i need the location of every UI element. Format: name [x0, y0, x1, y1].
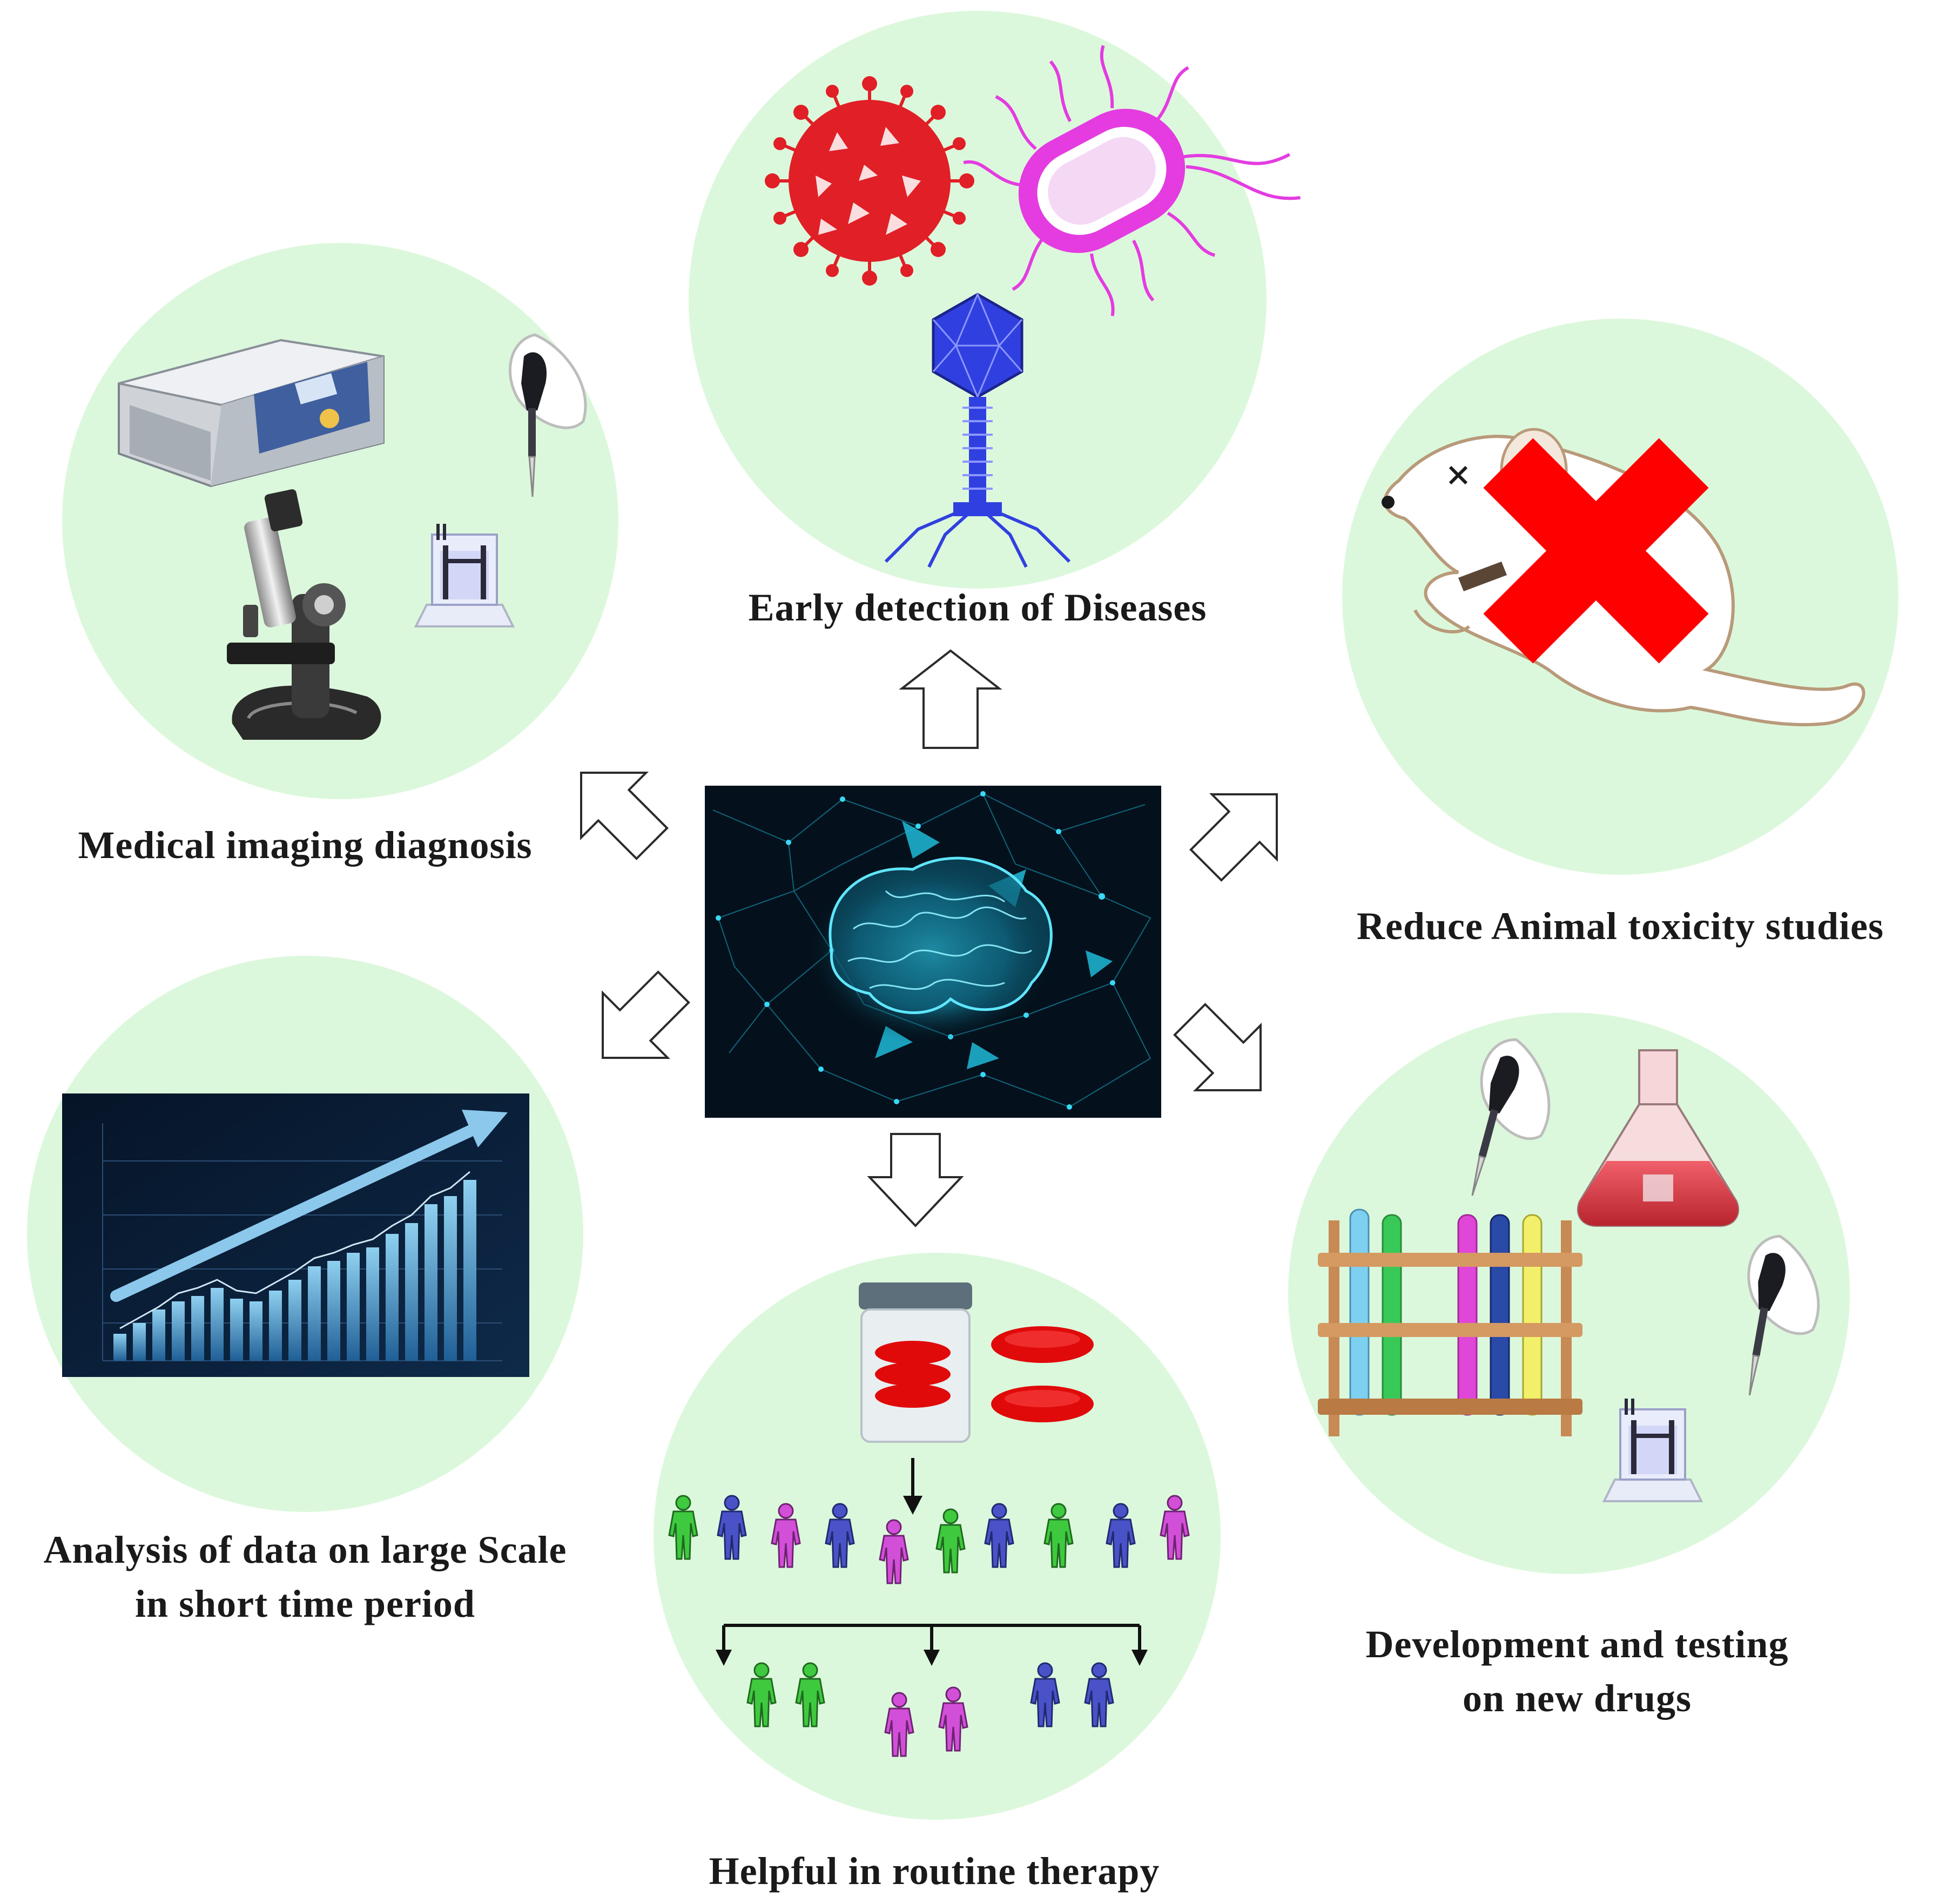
arrow-up	[899, 649, 1002, 749]
coronavirus-icon	[765, 76, 974, 286]
analyzer-machine-icon	[118, 339, 385, 488]
caption-medical-imaging-text: Medical imaging diagnosis	[78, 823, 533, 867]
distribution-branch-lines	[722, 1624, 1141, 1652]
pill-icon	[991, 1386, 1094, 1422]
caption-medical-imaging: Medical imaging diagnosis	[22, 818, 589, 872]
caption-drug-development-line2: on new drugs	[1462, 1677, 1692, 1720]
caption-drug-development-line1: Development and testing	[1365, 1623, 1789, 1666]
caption-data-analysis-line1: Analysis of data on large Scale	[43, 1528, 567, 1571]
caption-animal-toxicity: Reduce Animal toxicity studies	[1312, 899, 1928, 953]
caption-data-analysis-line2: in short time period	[135, 1582, 475, 1625]
arrow-up-left	[580, 772, 669, 860]
test-tube-rack-icon	[1318, 1208, 1582, 1436]
caption-routine-therapy-text: Helpful in routine therapy	[709, 1849, 1160, 1893]
caption-early-detection: Early detection of Diseases	[681, 580, 1275, 634]
arrow-to-population	[903, 1458, 922, 1515]
arrow-down	[867, 1133, 964, 1227]
arrow-down-left	[602, 970, 690, 1059]
arrow-up-right	[1189, 793, 1278, 882]
caption-data-analysis: Analysis of data on large Scale in short…	[0, 1523, 610, 1631]
microscope-icon	[227, 489, 381, 740]
trend-arrow-icon	[110, 1110, 508, 1302]
caption-routine-therapy: Helpful in routine therapy	[637, 1844, 1231, 1898]
arrow-down-right	[1173, 1003, 1262, 1091]
caption-drug-development: Development and testing on new drugs	[1291, 1617, 1863, 1725]
ai-brain-network-image	[705, 786, 1161, 1118]
red-cross-icon	[1483, 438, 1709, 664]
pill-icon	[991, 1326, 1094, 1363]
caption-animal-toxicity-text: Reduce Animal toxicity studies	[1357, 904, 1884, 948]
caption-early-detection-text: Early detection of Diseases	[748, 586, 1207, 629]
bacterium-icon	[963, 45, 1301, 316]
pill-jar-icon	[859, 1282, 972, 1443]
bacteriophage-icon	[884, 292, 1071, 568]
flask-icon	[1577, 1049, 1740, 1227]
